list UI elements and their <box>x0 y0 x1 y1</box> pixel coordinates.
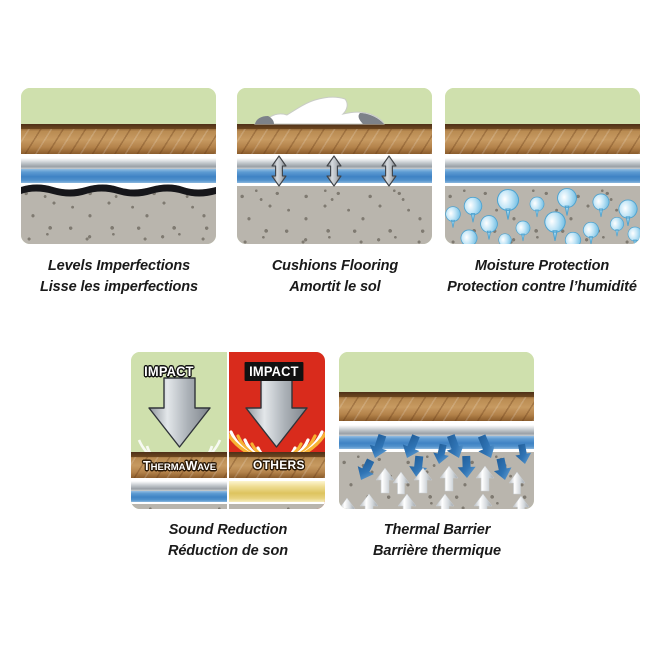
caption-en: Moisture Protection <box>474 258 610 274</box>
layer-sky <box>339 352 534 392</box>
product-label-others: OTHERS <box>253 458 305 472</box>
caption-fr: Protection contre l’humidité <box>447 278 637 295</box>
layer-wood <box>21 124 216 154</box>
layer-wood <box>445 124 640 154</box>
panel-moisture-protection <box>445 88 640 244</box>
layer-blue-left <box>131 491 228 502</box>
comparison-divider <box>227 352 229 509</box>
layer-silver <box>339 425 534 436</box>
layer-blue <box>21 169 216 183</box>
layer-silver <box>445 158 640 169</box>
caption-en: Cushions Flooring <box>271 258 399 274</box>
moisture-droplets-icon <box>445 188 640 244</box>
caption-fr: Amortit le sol <box>289 278 381 295</box>
caption-en: Levels Imperfections <box>47 258 191 274</box>
layer-yellow-foam-right <box>228 481 325 502</box>
caption-moisture-protection: Moisture Protection Protection contre l’… <box>424 256 660 297</box>
caption-fr: Barrière thermique <box>373 542 501 559</box>
brand-t: T <box>143 459 151 473</box>
layer-wood <box>237 124 432 154</box>
caption-fr: Réduction de son <box>167 542 289 559</box>
cushion-arrows-icon <box>271 155 397 187</box>
thermal-reflection-arrows-icon <box>339 433 532 509</box>
layer-gap <box>445 154 640 158</box>
impact-label-right: IMPACT <box>244 362 304 381</box>
wavy-subfloor-line-icon <box>21 183 216 197</box>
caption-en: Thermal Barrier <box>383 522 491 538</box>
wood-top-edge <box>237 124 432 129</box>
caption-levels-imperfections: Levels Imperfections Lisse les imperfect… <box>0 256 238 297</box>
panel-cushions-flooring <box>237 88 432 244</box>
impact-arrow-down-icon <box>245 377 308 448</box>
brand-w: W <box>185 459 198 473</box>
panel-thermal-barrier <box>339 352 534 509</box>
layer-gap-lower <box>339 449 534 452</box>
layer-gap <box>339 421 534 425</box>
layer-silver <box>21 158 216 169</box>
wood-top-edge <box>445 124 640 129</box>
layer-concrete <box>237 186 432 244</box>
layer-silver-left <box>131 481 228 491</box>
layer-sky <box>21 88 216 124</box>
product-label-thermawave: THERMAWAVE <box>143 457 216 475</box>
panel-sound-reduction: IMPACT IMPACT <box>131 352 325 509</box>
brand-ave: AVE <box>197 462 217 473</box>
layer-blue <box>445 169 640 183</box>
wood-top-edge <box>339 392 534 397</box>
layer-gap-lower <box>445 183 640 186</box>
impact-arrow-down-icon <box>148 377 211 448</box>
wood-top-edge <box>21 124 216 129</box>
brand-herma: HERMA <box>150 462 186 473</box>
panel-levels-imperfections <box>21 88 216 244</box>
layer-gap <box>21 154 216 158</box>
shoe-icon <box>254 96 385 125</box>
caption-thermal-barrier: Thermal Barrier Barrière thermique <box>340 520 534 561</box>
layer-concrete <box>445 186 640 244</box>
layer-wood <box>339 392 534 421</box>
caption-sound-reduction: Sound Reduction Réduction de son <box>128 520 328 561</box>
caption-fr: Lisse les imperfections <box>39 278 199 295</box>
caption-cushions-flooring: Cushions Flooring Amortit le sol <box>234 256 436 297</box>
layer-sky <box>445 88 640 124</box>
impact-label-left: IMPACT <box>144 363 194 379</box>
caption-en: Sound Reduction <box>168 522 288 538</box>
